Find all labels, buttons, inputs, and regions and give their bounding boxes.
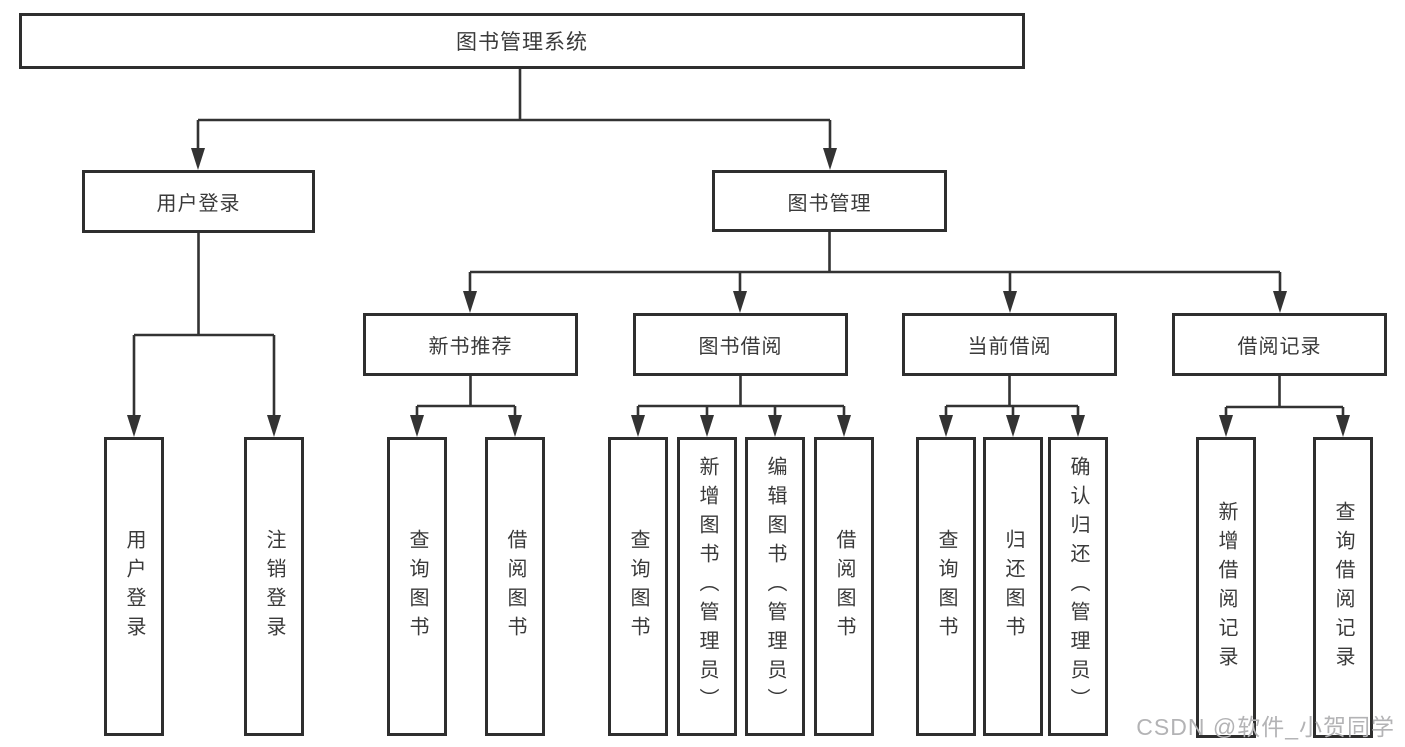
arrowhead — [267, 415, 281, 437]
leaf-query-books-current: 查询图书 — [916, 437, 976, 736]
arrowhead — [939, 415, 953, 437]
arrowhead — [700, 415, 714, 437]
node-book-borrowing: 图书借阅 — [633, 313, 848, 376]
arrowhead — [127, 415, 141, 437]
leaf-query-books-recommend: 查询图书 — [387, 437, 447, 736]
leaf-user-login: 用户登录 — [104, 437, 164, 736]
leaf-logout: 注销登录 — [244, 437, 304, 736]
leaf-borrow-books: 借阅图书 — [814, 437, 874, 736]
leaf-borrow-books-recommend: 借阅图书 — [485, 437, 545, 736]
arrowhead — [410, 415, 424, 437]
leaf-edit-books-admin: 编辑图书（管理员） — [745, 437, 805, 736]
arrowhead — [823, 148, 837, 170]
node-book-management: 图书管理 — [712, 170, 947, 232]
node-borrowing-records: 借阅记录 — [1172, 313, 1387, 376]
arrowhead — [191, 148, 205, 170]
arrowhead — [1003, 291, 1017, 313]
leaf-add-books-admin: 新增图书（管理员） — [677, 437, 737, 736]
node-new-book-recommendation: 新书推荐 — [363, 313, 578, 376]
connector-borrow-record — [1224, 376, 1345, 422]
arrowhead — [837, 415, 851, 437]
connector-root — [196, 69, 832, 155]
leaf-query-borrow-record: 查询借阅记录 — [1313, 437, 1373, 738]
arrowhead — [508, 415, 522, 437]
leaf-query-books-borrow: 查询图书 — [608, 437, 668, 736]
node-user-login: 用户登录 — [82, 170, 315, 233]
leaf-add-borrow-record: 新增借阅记录 — [1196, 437, 1256, 738]
node-current-borrowing: 当前借阅 — [902, 313, 1117, 376]
connector-current-borrow — [944, 376, 1080, 422]
csdn-watermark: CSDN @软件_小贺同学 — [1136, 714, 1395, 740]
arrowhead — [768, 415, 782, 437]
arrowhead — [1071, 415, 1085, 437]
arrowhead — [1336, 415, 1350, 437]
arrowhead — [1273, 291, 1287, 313]
arrowhead — [1219, 415, 1233, 437]
arrowhead — [1006, 415, 1020, 437]
arrowhead — [733, 291, 747, 313]
leaf-return-books: 归还图书 — [983, 437, 1043, 736]
leaf-confirm-return-admin: 确认归还（管理员） — [1048, 437, 1108, 736]
arrowhead — [463, 291, 477, 313]
connector-book-borrow — [636, 376, 846, 422]
arrowheads — [127, 148, 1350, 437]
arrowhead — [631, 415, 645, 437]
connector-new-book — [415, 376, 517, 422]
node-library-management-system: 图书管理系统 — [19, 13, 1025, 69]
connector-book-management — [468, 232, 1282, 298]
connector-user-login — [132, 233, 276, 422]
